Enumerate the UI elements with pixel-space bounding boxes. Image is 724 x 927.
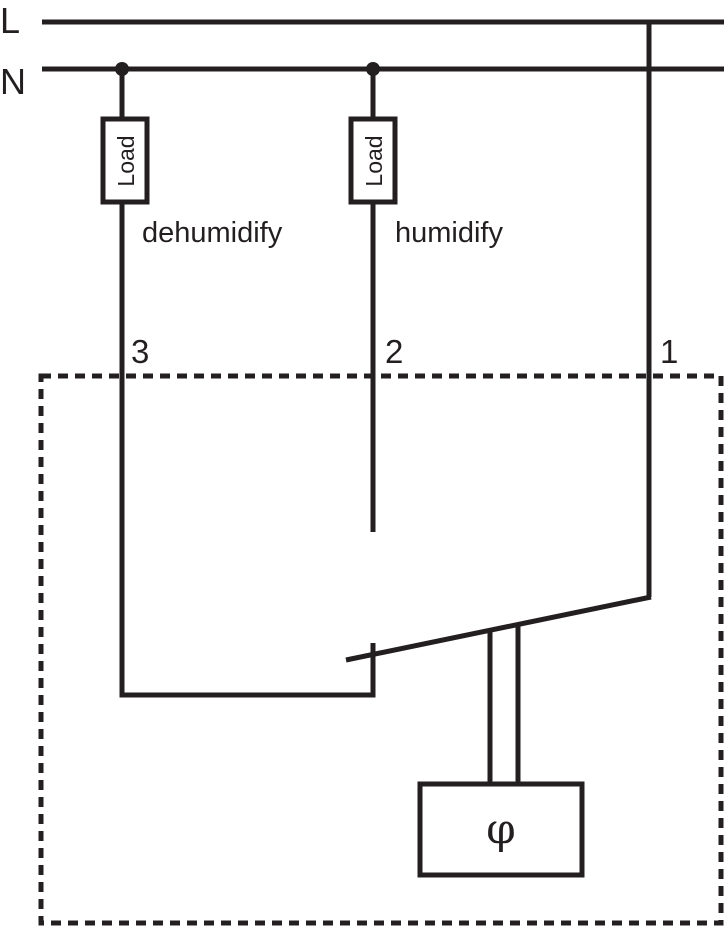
humidify-label: humidify [395,217,503,249]
humidity-sensor-box [417,781,585,878]
live-label: L [0,0,20,41]
humidify-load-label: Load [361,135,387,186]
terminal-2-label: 2 [385,333,403,370]
dehumidify-load-label: Load [113,135,139,186]
neutral-label: N [0,61,26,102]
sensor-symbol: φ [486,804,515,853]
terminal-3-label: 3 [131,333,149,370]
terminal-1-label: 1 [660,333,678,370]
dehumidify-load-box [100,116,150,205]
junction-dot-humidify [366,62,380,76]
dehumidify-wire [119,202,376,698]
switch-lever [345,594,652,663]
junction-dot-dehumidify [115,62,129,76]
dehumidify-label: dehumidify [142,217,283,249]
device-housing [38,373,724,926]
